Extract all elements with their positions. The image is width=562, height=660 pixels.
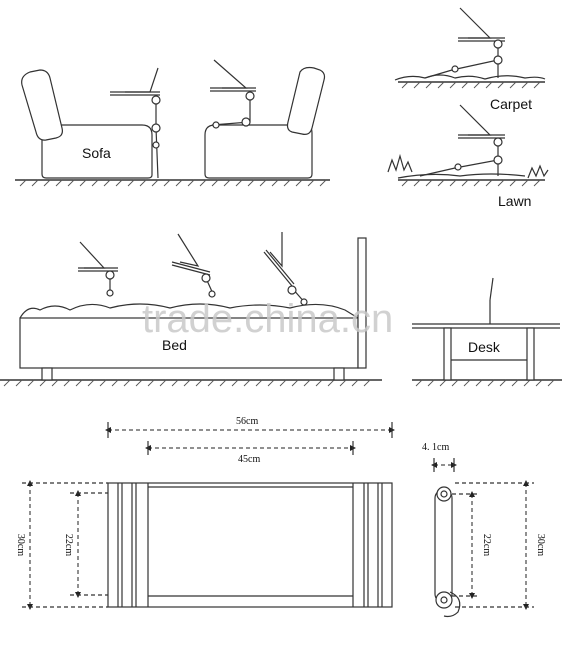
carpet-label: Carpet	[490, 96, 532, 112]
bed-mattress	[19, 317, 359, 369]
right-sofa	[204, 66, 326, 179]
side-view-dimensions: 4. 1cm 22cm 30cm	[422, 442, 546, 618]
side-profile	[434, 486, 461, 618]
height-inner-label: 22cm	[63, 534, 74, 556]
height-outer-label: 30cm	[15, 534, 26, 556]
sofa-label: Sofa	[82, 145, 111, 161]
side-inner-label: 22cm	[481, 534, 492, 556]
lawn-scene: Lawn	[387, 104, 549, 209]
laptop-table-carpet	[424, 7, 505, 79]
desk-label: Desk	[468, 339, 501, 355]
lawn-label: Lawn	[498, 193, 531, 209]
laptop-table-right-sofa	[210, 59, 256, 129]
length-outer-label: 56cm	[236, 416, 258, 427]
side-outer-label: 30cm	[535, 534, 546, 556]
bed-scene: Bed	[0, 232, 382, 387]
left-sofa: Sofa	[21, 69, 153, 179]
laptop-table-bed-1	[78, 241, 118, 297]
table-top-view	[107, 482, 393, 608]
thickness-label: 4. 1cm	[422, 442, 449, 453]
bed-headboard	[357, 237, 367, 369]
carpet-scene: Carpet	[394, 7, 546, 112]
laptop-table-bed-2	[171, 233, 216, 298]
top-view-dimensions: 56cm 45cm 30cm 22cm	[15, 416, 395, 610]
laptop-table-left-sofa	[110, 67, 161, 179]
laptop-table-lawn	[419, 104, 505, 177]
sofa-scene: Sofa	[15, 59, 330, 187]
watermark-text: trade.china.cn	[142, 297, 393, 341]
desk-scene: Desk	[412, 277, 562, 387]
length-inner-label: 45cm	[238, 454, 260, 465]
laptop-table-bed-3	[263, 232, 308, 306]
bed-label: Bed	[162, 337, 187, 353]
